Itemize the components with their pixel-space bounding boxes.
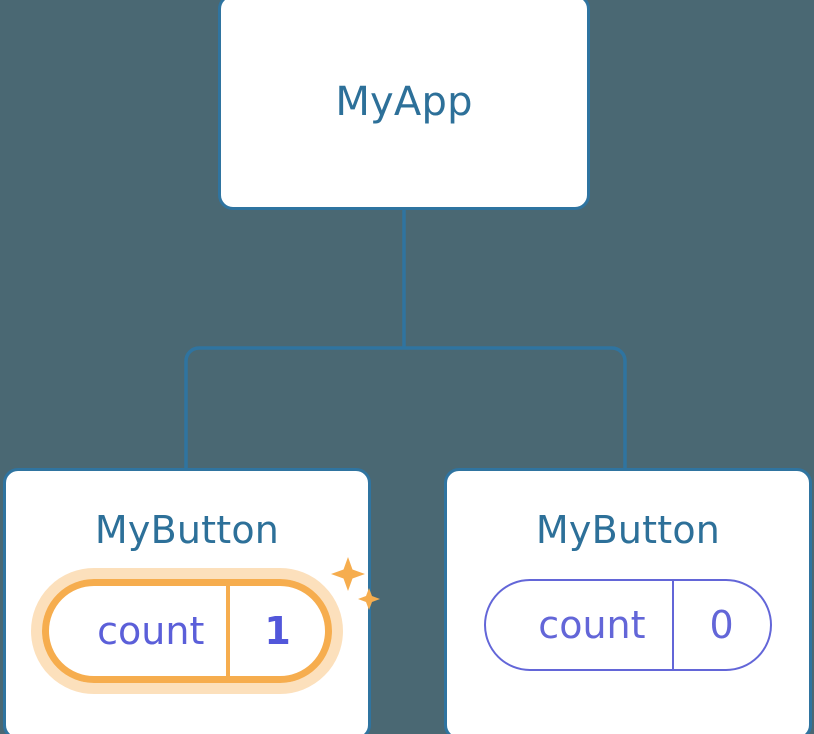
- state-key-right: count: [538, 603, 646, 647]
- node-mybutton-right-title: MyButton: [535, 508, 721, 552]
- state-pill-right-wrap: count 0: [484, 579, 772, 671]
- state-pill-right[interactable]: count 0: [484, 579, 772, 671]
- state-value-right: 0: [671, 581, 770, 669]
- state-key-left: count: [97, 609, 205, 653]
- node-mybutton-left[interactable]: MyButton count 1: [3, 468, 380, 734]
- connector-branch-left: [184, 346, 404, 470]
- sparkles-group: [330, 557, 380, 610]
- state-pill-left[interactable]: count 1: [42, 579, 332, 683]
- sparkle-large-icon: [330, 557, 365, 591]
- node-mybutton-right[interactable]: MyButton count 0: [444, 468, 812, 734]
- sparkle-small-icon: [357, 588, 380, 610]
- node-myapp-title: MyApp: [335, 79, 473, 125]
- node-mybutton-left-title: MyButton: [94, 508, 280, 552]
- state-pill-left-wrap: count 1: [31, 557, 380, 694]
- node-myapp[interactable]: MyApp: [218, 0, 590, 210]
- connector-branch-right: [404, 346, 627, 470]
- state-value-left: 1: [226, 586, 324, 676]
